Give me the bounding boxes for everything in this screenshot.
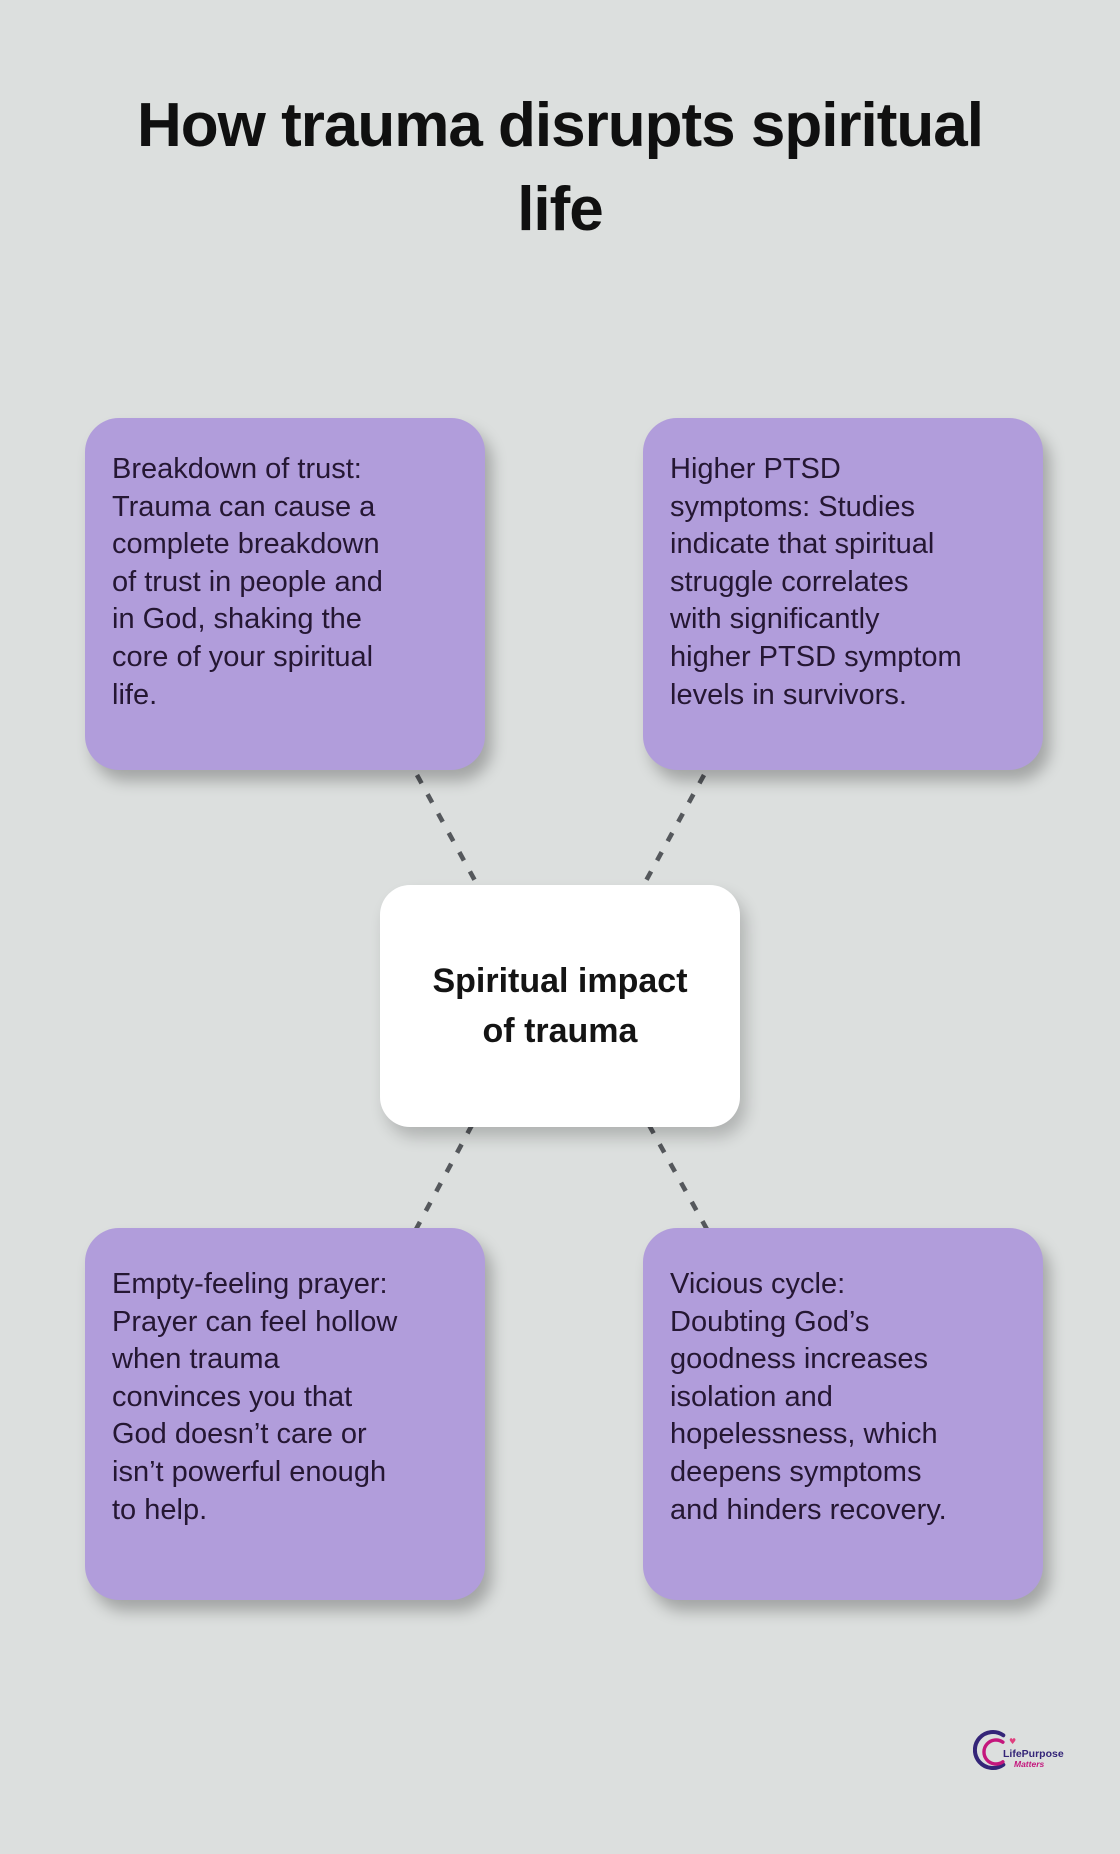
logo-brand-purpose: Purpose: [1022, 1748, 1064, 1760]
heart-icon: ♥: [1009, 1737, 1016, 1746]
connector-line-bottom-left: [411, 1123, 475, 1235]
node-empty-feeling-prayer: Empty-feeling prayer: Prayer can feel ho…: [85, 1228, 485, 1600]
connector-line-top-right: [639, 773, 707, 890]
center-node-label: Spiritual impact of trauma: [432, 961, 688, 1050]
node-text: Empty-feeling prayer: Prayer can feel ho…: [112, 1268, 398, 1526]
center-node: Spiritual impact of trauma: [380, 885, 740, 1127]
logo-tagline: Matters: [1014, 1759, 1045, 1769]
lifepurpose-matters-logo: ♥ LifePurpose Matters: [973, 1730, 1064, 1770]
node-higher-ptsd-symptoms: Higher PTSD symptoms: Studies indicate t…: [643, 418, 1043, 770]
node-text: Higher PTSD symptoms: Studies indicate t…: [670, 453, 962, 711]
connector-line-bottom-right: [646, 1123, 712, 1235]
logo-wordmark: LifePurpose: [1003, 1748, 1064, 1760]
node-text: Vicious cycle: Doubting God’s goodness i…: [670, 1268, 947, 1526]
node-text: Breakdown of trust: Trauma can cause a c…: [112, 453, 383, 711]
crescent-moon-icon: [973, 1730, 1006, 1770]
page-title: How trauma disrupts spiritual life: [136, 91, 984, 245]
node-vicious-cycle: Vicious cycle: Doubting God’s goodness i…: [643, 1228, 1043, 1600]
node-breakdown-of-trust: Breakdown of trust: Trauma can cause a c…: [85, 418, 485, 770]
logo-brand-life: Life: [1003, 1748, 1022, 1760]
connector-line-top-left: [414, 773, 482, 890]
